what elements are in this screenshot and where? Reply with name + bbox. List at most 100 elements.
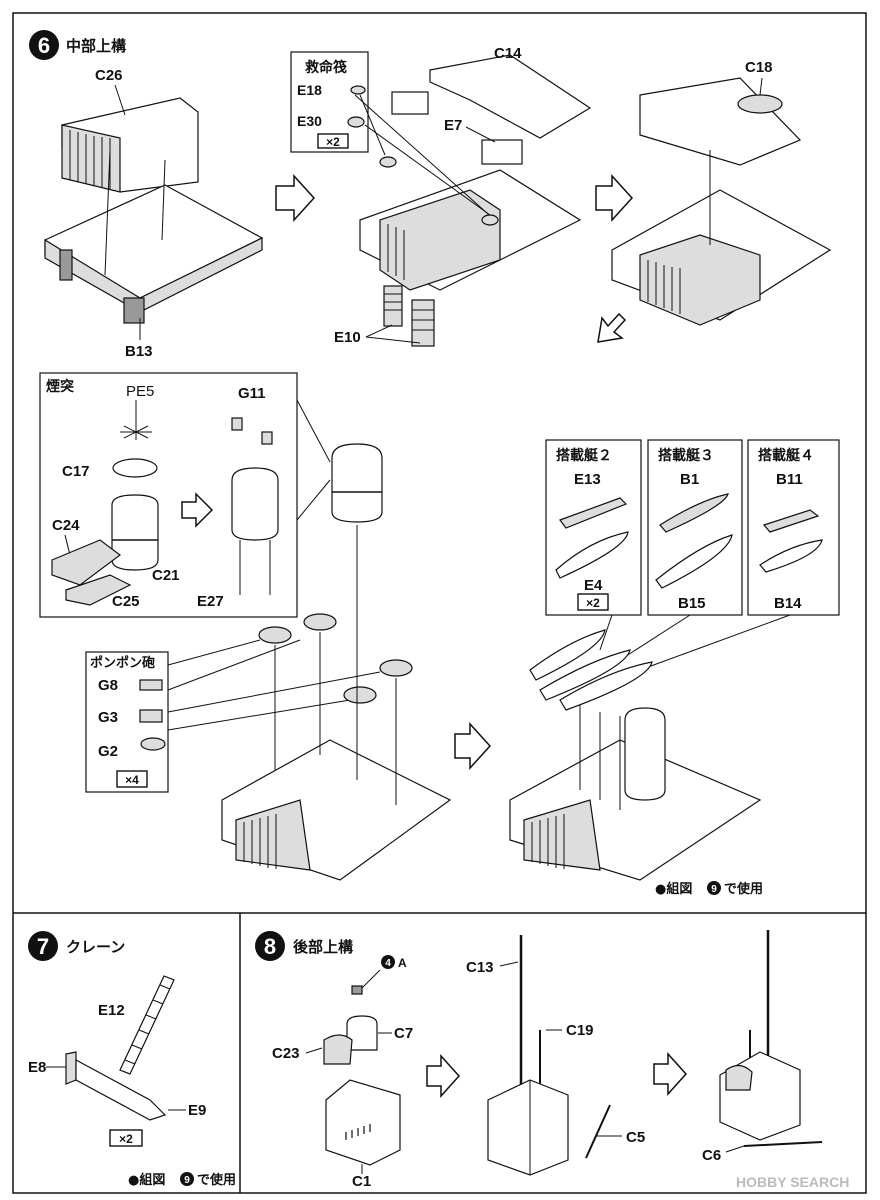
aft-assembly-2: C13 C19 C5 bbox=[466, 935, 645, 1176]
e10-part bbox=[383, 285, 403, 327]
marker-4a-number: 4 bbox=[385, 958, 391, 969]
boat3-title: 搭載艇３ bbox=[658, 447, 714, 464]
pe5-part bbox=[120, 424, 152, 440]
label-g8: G8 bbox=[98, 677, 118, 694]
e12-part bbox=[119, 975, 175, 1075]
c6-part bbox=[743, 1141, 823, 1147]
c18-part bbox=[639, 77, 802, 166]
step-6: 6 中部上構 C26 B13 bbox=[29, 30, 840, 897]
midship-house bbox=[379, 189, 501, 291]
step-arrow-4 bbox=[454, 722, 492, 770]
label-b15: B15 bbox=[678, 595, 706, 612]
step-arrow-3 bbox=[597, 312, 627, 343]
label-e7: E7 bbox=[444, 117, 462, 134]
label-c6: C6 bbox=[702, 1147, 721, 1164]
boat4-box: 搭載艇４ B11 B14 bbox=[747, 439, 840, 616]
b11-part bbox=[762, 509, 820, 533]
step-8-badge bbox=[255, 931, 285, 961]
label-b13: B13 bbox=[125, 343, 153, 360]
label-e30: E30 bbox=[297, 113, 322, 129]
crane-multiplier: ×2 bbox=[119, 1132, 133, 1146]
label-c24: C24 bbox=[52, 517, 80, 534]
boat2-box: 搭載艇２ E13 E4 ×2 bbox=[545, 439, 642, 616]
aft-block bbox=[487, 1079, 569, 1176]
g8-part bbox=[139, 679, 163, 691]
funnel-assembled bbox=[231, 467, 279, 541]
label-c13: C13 bbox=[466, 959, 494, 976]
funnel-box: 煙突 PE5 C17 C21 C24 C25 G11 E27 bbox=[39, 372, 298, 618]
step-8-title: 後部上構 bbox=[292, 938, 353, 956]
label-g11: G11 bbox=[238, 385, 266, 402]
c7-part bbox=[346, 1015, 378, 1051]
step-arrow-8b bbox=[653, 1052, 688, 1096]
raft-title: 救命筏 bbox=[305, 59, 347, 76]
b1-part bbox=[659, 493, 729, 533]
e7-part bbox=[481, 139, 523, 165]
raft-part bbox=[379, 156, 397, 168]
step-7-title: クレーン bbox=[66, 938, 125, 956]
b13-leg-2 bbox=[123, 297, 145, 324]
midship-assembly-2: C14 E7 E10 bbox=[334, 45, 592, 347]
boat4-title: 搭載艇４ bbox=[758, 447, 814, 464]
c26-vent-lines bbox=[69, 130, 111, 190]
g11-part-2 bbox=[261, 431, 273, 445]
b14-part bbox=[759, 539, 823, 573]
aft-assembly-3: C6 bbox=[702, 930, 823, 1164]
c21-part bbox=[111, 494, 159, 571]
label-g2: G2 bbox=[98, 743, 118, 760]
label-e4: E4 bbox=[584, 577, 603, 594]
pompom-multiplier: ×4 bbox=[125, 773, 139, 787]
step-7: 7 クレーン E12 E8 E9 ×2 ●組図 9 で使用 bbox=[28, 931, 236, 1188]
c23-part bbox=[323, 1034, 353, 1065]
c26-side-vents bbox=[61, 124, 121, 193]
assembly-3-house bbox=[639, 234, 761, 326]
e30-part bbox=[347, 116, 365, 128]
block-part bbox=[391, 91, 429, 115]
step-arrow-2 bbox=[595, 174, 634, 222]
ref-step6-post: で使用 bbox=[724, 881, 763, 897]
ref-step6-badge bbox=[707, 881, 721, 895]
label-b11: B11 bbox=[776, 471, 803, 488]
aft-assembly-1: C7 C23 C1 bbox=[272, 1015, 413, 1190]
label-b1: B1 bbox=[680, 471, 699, 488]
label-c18: C18 bbox=[745, 59, 773, 76]
g3-part bbox=[139, 709, 163, 723]
c17-part bbox=[112, 458, 158, 478]
pompom-title: ポンポン砲 bbox=[90, 655, 155, 671]
c1-part bbox=[325, 1079, 401, 1166]
ref-step7-pre: ●組図 bbox=[128, 1172, 165, 1188]
midship-base-assembly: C26 B13 bbox=[44, 67, 264, 360]
step-7-number: 7 bbox=[37, 934, 49, 959]
raft-box: 救命筏 E18 E30 ×2 bbox=[290, 51, 369, 153]
g2-part bbox=[140, 737, 166, 751]
label-b14: B14 bbox=[774, 595, 802, 612]
step-6-number: 6 bbox=[38, 33, 50, 58]
label-e12: E12 bbox=[98, 1002, 125, 1019]
label-c21: C21 bbox=[152, 567, 180, 584]
b13-leg bbox=[59, 249, 73, 281]
e8-part bbox=[65, 1051, 77, 1085]
watermark: HOBBY SEARCH bbox=[736, 1174, 849, 1190]
g11-part bbox=[231, 417, 243, 431]
step-6-title: 中部上構 bbox=[66, 37, 126, 55]
ref-step7-number: 9 bbox=[184, 1175, 190, 1186]
ref-step7-post: で使用 bbox=[197, 1172, 236, 1188]
main-funnel bbox=[331, 443, 383, 523]
funnel-arrow bbox=[181, 492, 214, 528]
b15-part bbox=[655, 534, 733, 589]
outer-frame bbox=[12, 12, 867, 1194]
b13-part bbox=[44, 184, 264, 299]
boat3-box: 搭載艇３ B1 B15 bbox=[647, 439, 743, 616]
step-7-badge bbox=[28, 931, 58, 961]
raft-part-2 bbox=[481, 214, 499, 226]
pompom-box: ポンポン砲 G8 G3 G2 ×4 bbox=[85, 651, 169, 793]
label-e8: E8 bbox=[28, 1059, 46, 1076]
label-c14: C14 bbox=[494, 45, 522, 62]
label-c26: C26 bbox=[95, 67, 123, 84]
marker-4a-badge bbox=[381, 955, 395, 969]
midship-assembly-6 bbox=[509, 629, 762, 881]
label-c25: C25 bbox=[112, 593, 140, 610]
midship-assembly-3: C18 bbox=[611, 59, 832, 326]
ref-step6-number: 9 bbox=[711, 884, 717, 895]
label-e18: E18 bbox=[297, 82, 322, 98]
